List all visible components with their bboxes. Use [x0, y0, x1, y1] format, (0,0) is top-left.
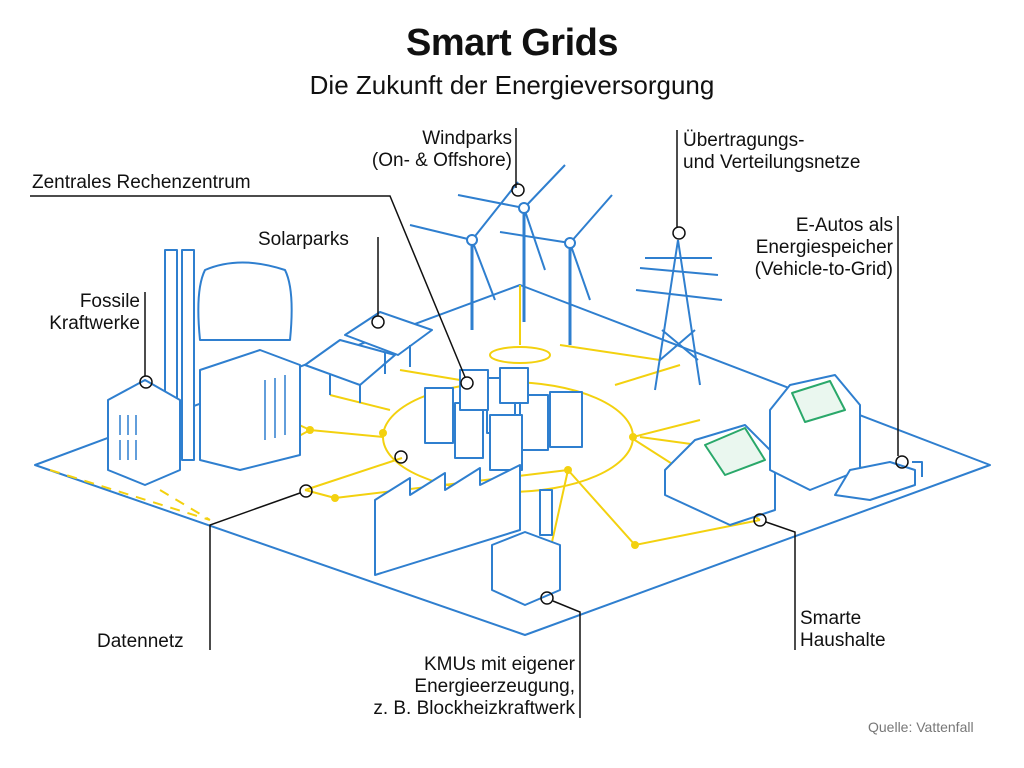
- source-note: Quelle: Vattenfall: [868, 719, 974, 735]
- fossil-power-plant: [107, 249, 301, 486]
- transmission-pylon: [635, 239, 723, 391]
- label-e-autos: E-Autos als Energiespeicher (Vehicle-to-…: [754, 215, 893, 280]
- label-fossile-kraftwerke: Fossile Kraftwerke: [49, 291, 140, 334]
- label-rechenzentrum: Zentrales Rechenzentrum: [32, 172, 251, 193]
- electric-car: [834, 461, 923, 501]
- sme-factory: [374, 464, 561, 606]
- smart-homes: [664, 374, 861, 526]
- page-title: Smart Grids: [405, 22, 619, 64]
- wind-turbines: [409, 164, 613, 345]
- label-netze: Übertragungs- und Verteilungsnetze: [683, 130, 861, 173]
- data-center: [424, 367, 583, 471]
- label-datennetz: Datennetz: [97, 631, 184, 652]
- label-smarte-haushalte: Smarte Haushalte: [800, 608, 886, 651]
- label-solarparks: Solarparks: [258, 229, 349, 250]
- label-kmus: KMUs mit eigener Energieerzeugung, z. B.…: [373, 654, 575, 719]
- leader-lines: [30, 128, 909, 718]
- solar-park: [304, 311, 433, 403]
- label-windparks: Windparks (On- & Offshore): [371, 128, 512, 171]
- page-subtitle: Die Zukunft der Energieversorgung: [309, 70, 715, 100]
- grid-nodes: [306, 426, 639, 549]
